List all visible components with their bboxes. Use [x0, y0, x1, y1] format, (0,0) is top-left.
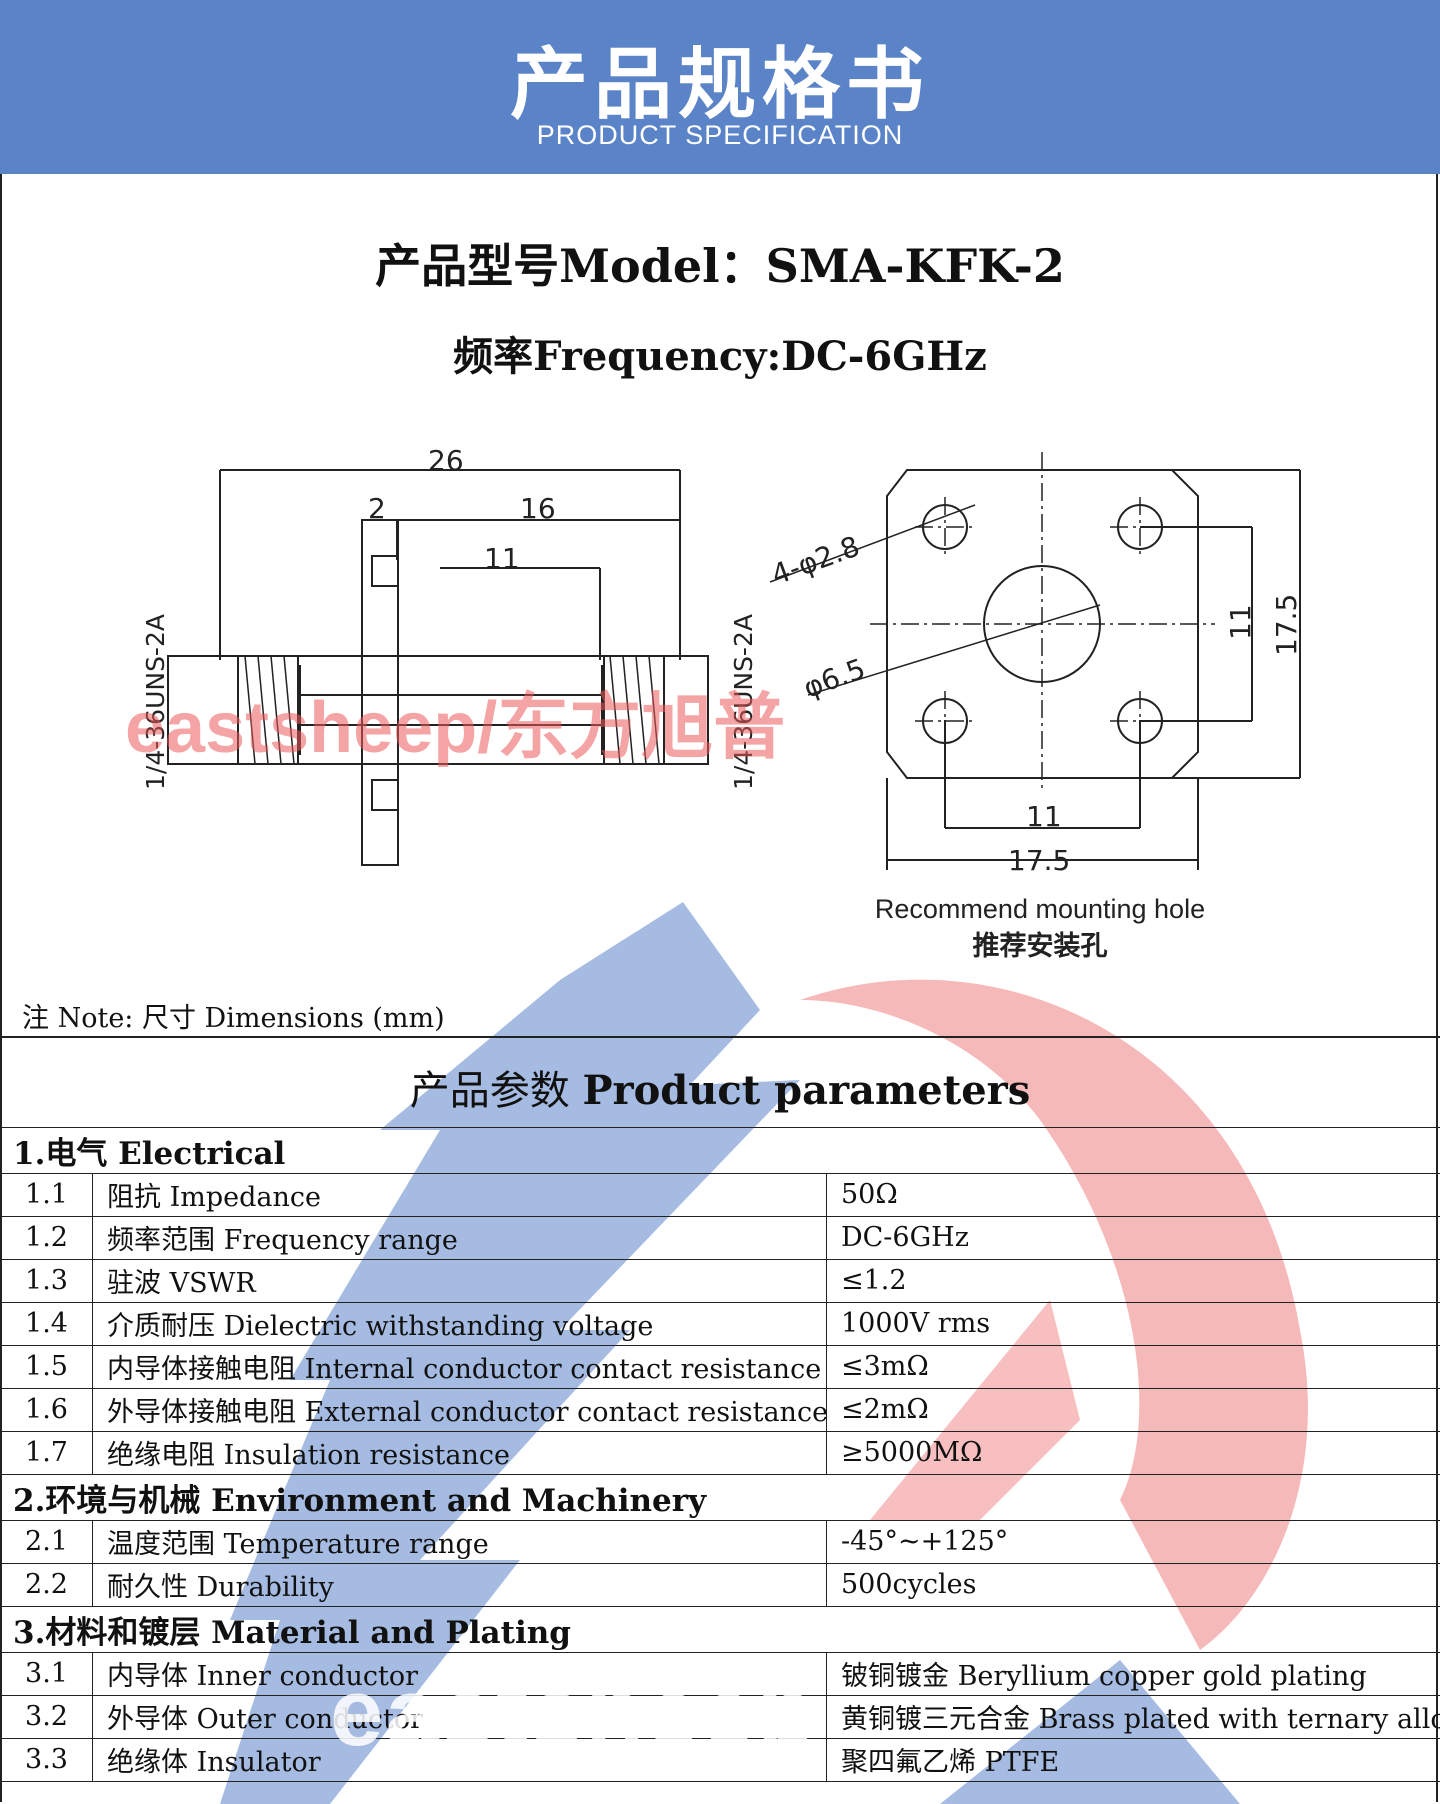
center-diameter-label: φ6.5 [799, 652, 869, 705]
parameter-name: 绝缘体 Insulator [92, 1737, 827, 1782]
dimension-drawing: 26 2 16 11 1/4-36UNS-2A 1/4-36UNS-2A 4-φ… [141, 444, 1303, 962]
parameter-name: 外导体 Outer conductor [92, 1694, 827, 1739]
mounting-plate-view [769, 452, 1301, 870]
row-number: 1.1 [0, 1172, 93, 1217]
parameter-value: 聚四氟乙烯 PTFE [825, 1737, 1440, 1782]
hole-diameter-label: 4-φ2.8 [767, 529, 864, 591]
dim-26: 26 [428, 444, 464, 477]
parameter-value: -45°~+125° [825, 1519, 1440, 1564]
dimension-note: 注 Note: 尺寸 Dimensions (mm) [22, 1003, 445, 1034]
parameter-name: 温度范围 Temperature range [92, 1519, 827, 1564]
dim-17-5-right: 17.5 [1270, 594, 1303, 656]
parameter-value: 黄铜镀三元合金 Brass plated with ternary alloy [825, 1694, 1440, 1739]
connector-side-view [167, 469, 709, 866]
parameter-name: 耐久性 Durability [92, 1562, 827, 1607]
dim-16: 16 [520, 492, 556, 525]
header-title-cn: 产品规格书 [509, 40, 930, 130]
dim-11-right: 11 [1224, 604, 1257, 640]
parameter-name: 绝缘电阻 Insulation resistance [92, 1430, 827, 1475]
parameter-name: 内导体 Inner conductor [92, 1651, 827, 1696]
params-title-cn: 产品参数 [409, 1068, 583, 1114]
parameter-name: 驻波 VSWR [92, 1258, 827, 1303]
model-line: 产品型号Model：SMA-KFK-2 [375, 239, 1065, 293]
frequency-line: 频率Frequency:DC-6GHz [453, 333, 987, 380]
section-title: 1.电气 Electrical [0, 1126, 1440, 1174]
parameter-name: 频率范围 Frequency range [92, 1215, 827, 1260]
row-number: 1.7 [0, 1430, 93, 1475]
parameter-value: ≤3mΩ [825, 1344, 1440, 1389]
row-number: 1.6 [0, 1387, 93, 1432]
section-header-row: 1.电气 Electrical [0, 1126, 1440, 1174]
section-header-row: 3.材料和镀层 Material and Plating [0, 1605, 1440, 1653]
dim-17-5-bottom: 17.5 [1008, 844, 1070, 877]
params-title: 产品参数 Product parameters [0, 1058, 1440, 1116]
section-header-row: 2.环境与机械 Environment and Machinery [0, 1473, 1440, 1521]
row-number: 2.2 [0, 1562, 93, 1607]
parameter-name: 介质耐压 Dielectric withstanding voltage [92, 1301, 827, 1346]
parameter-name: 内导体接触电阻 Internal conductor contact resis… [92, 1344, 827, 1389]
parameter-value: ≥5000MΩ [825, 1430, 1440, 1475]
parameter-value: ≤1.2 [825, 1258, 1440, 1303]
header-title-en: PRODUCT SPECIFICATION [536, 120, 904, 150]
thread-left-label: 1/4-36UNS-2A [141, 614, 170, 790]
row-number: 1.4 [0, 1301, 93, 1346]
dim-2: 2 [368, 492, 386, 525]
parameter-value: DC-6GHz [825, 1215, 1440, 1260]
row-number: 1.2 [0, 1215, 93, 1260]
parameter-value: 1000V rms [825, 1301, 1440, 1346]
row-number: 3.1 [0, 1651, 93, 1696]
dim-11-top: 11 [484, 542, 520, 575]
row-number: 3.2 [0, 1694, 93, 1739]
row-number: 3.3 [0, 1737, 93, 1782]
parameter-value: ≤2mΩ [825, 1387, 1440, 1432]
drawing-caption-en: Recommend mounting hole [875, 894, 1205, 924]
parameter-name: 外导体接触电阻 External conductor contact resis… [92, 1387, 827, 1432]
row-number: 2.1 [0, 1519, 93, 1564]
drawing-caption-cn: 推荐安装孔 [973, 931, 1108, 962]
thread-right-label: 1/4-36UNS-2A [729, 614, 758, 790]
parameter-value: 50Ω [825, 1172, 1440, 1217]
section-title: 2.环境与机械 Environment and Machinery [0, 1473, 1440, 1521]
dim-11-bottom: 11 [1026, 800, 1062, 833]
parameter-value: 铍铜镀金 Beryllium copper gold plating [825, 1651, 1440, 1696]
parameter-name: 阻抗 Impedance [92, 1172, 827, 1217]
parameter-value: 500cycles [825, 1562, 1440, 1607]
params-title-en: Product parameters [582, 1067, 1031, 1114]
row-number: 1.3 [0, 1258, 93, 1303]
header-banner: 产品规格书 PRODUCT SPECIFICATION [0, 0, 1440, 174]
section-title: 3.材料和镀层 Material and Plating [0, 1605, 1440, 1653]
row-number: 1.5 [0, 1344, 93, 1389]
document-frame [0, 174, 1438, 1802]
